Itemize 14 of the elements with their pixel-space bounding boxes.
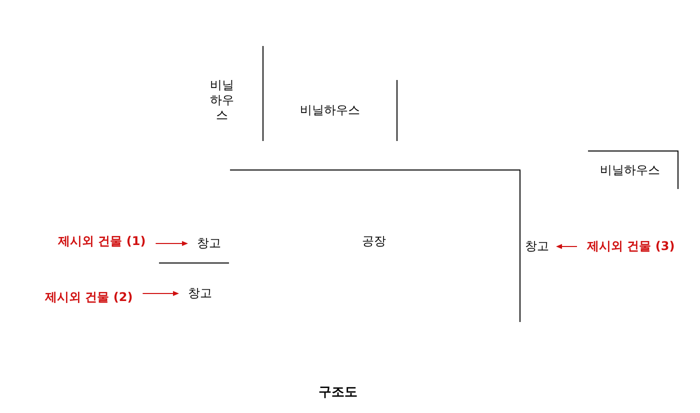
area-label: 비닐하우스: [600, 163, 660, 178]
area-label: 공장: [362, 234, 386, 249]
annotation-text: 제시외 건물 (1): [58, 234, 146, 249]
arrow: [556, 244, 578, 249]
caption: 구조도: [318, 385, 358, 400]
arrow: [155, 241, 188, 246]
annotation-text: 제시외 건물 (3): [587, 239, 675, 254]
area-label: 비닐 하우스: [209, 78, 235, 123]
annotation-text: 제시외 건물 (2): [45, 290, 133, 305]
area-label: 비닐하우스: [300, 103, 360, 118]
building-label: 창고: [197, 236, 221, 251]
arrow: [142, 291, 179, 296]
building-label: 창고: [525, 239, 549, 254]
building-label: 창고: [188, 286, 212, 301]
